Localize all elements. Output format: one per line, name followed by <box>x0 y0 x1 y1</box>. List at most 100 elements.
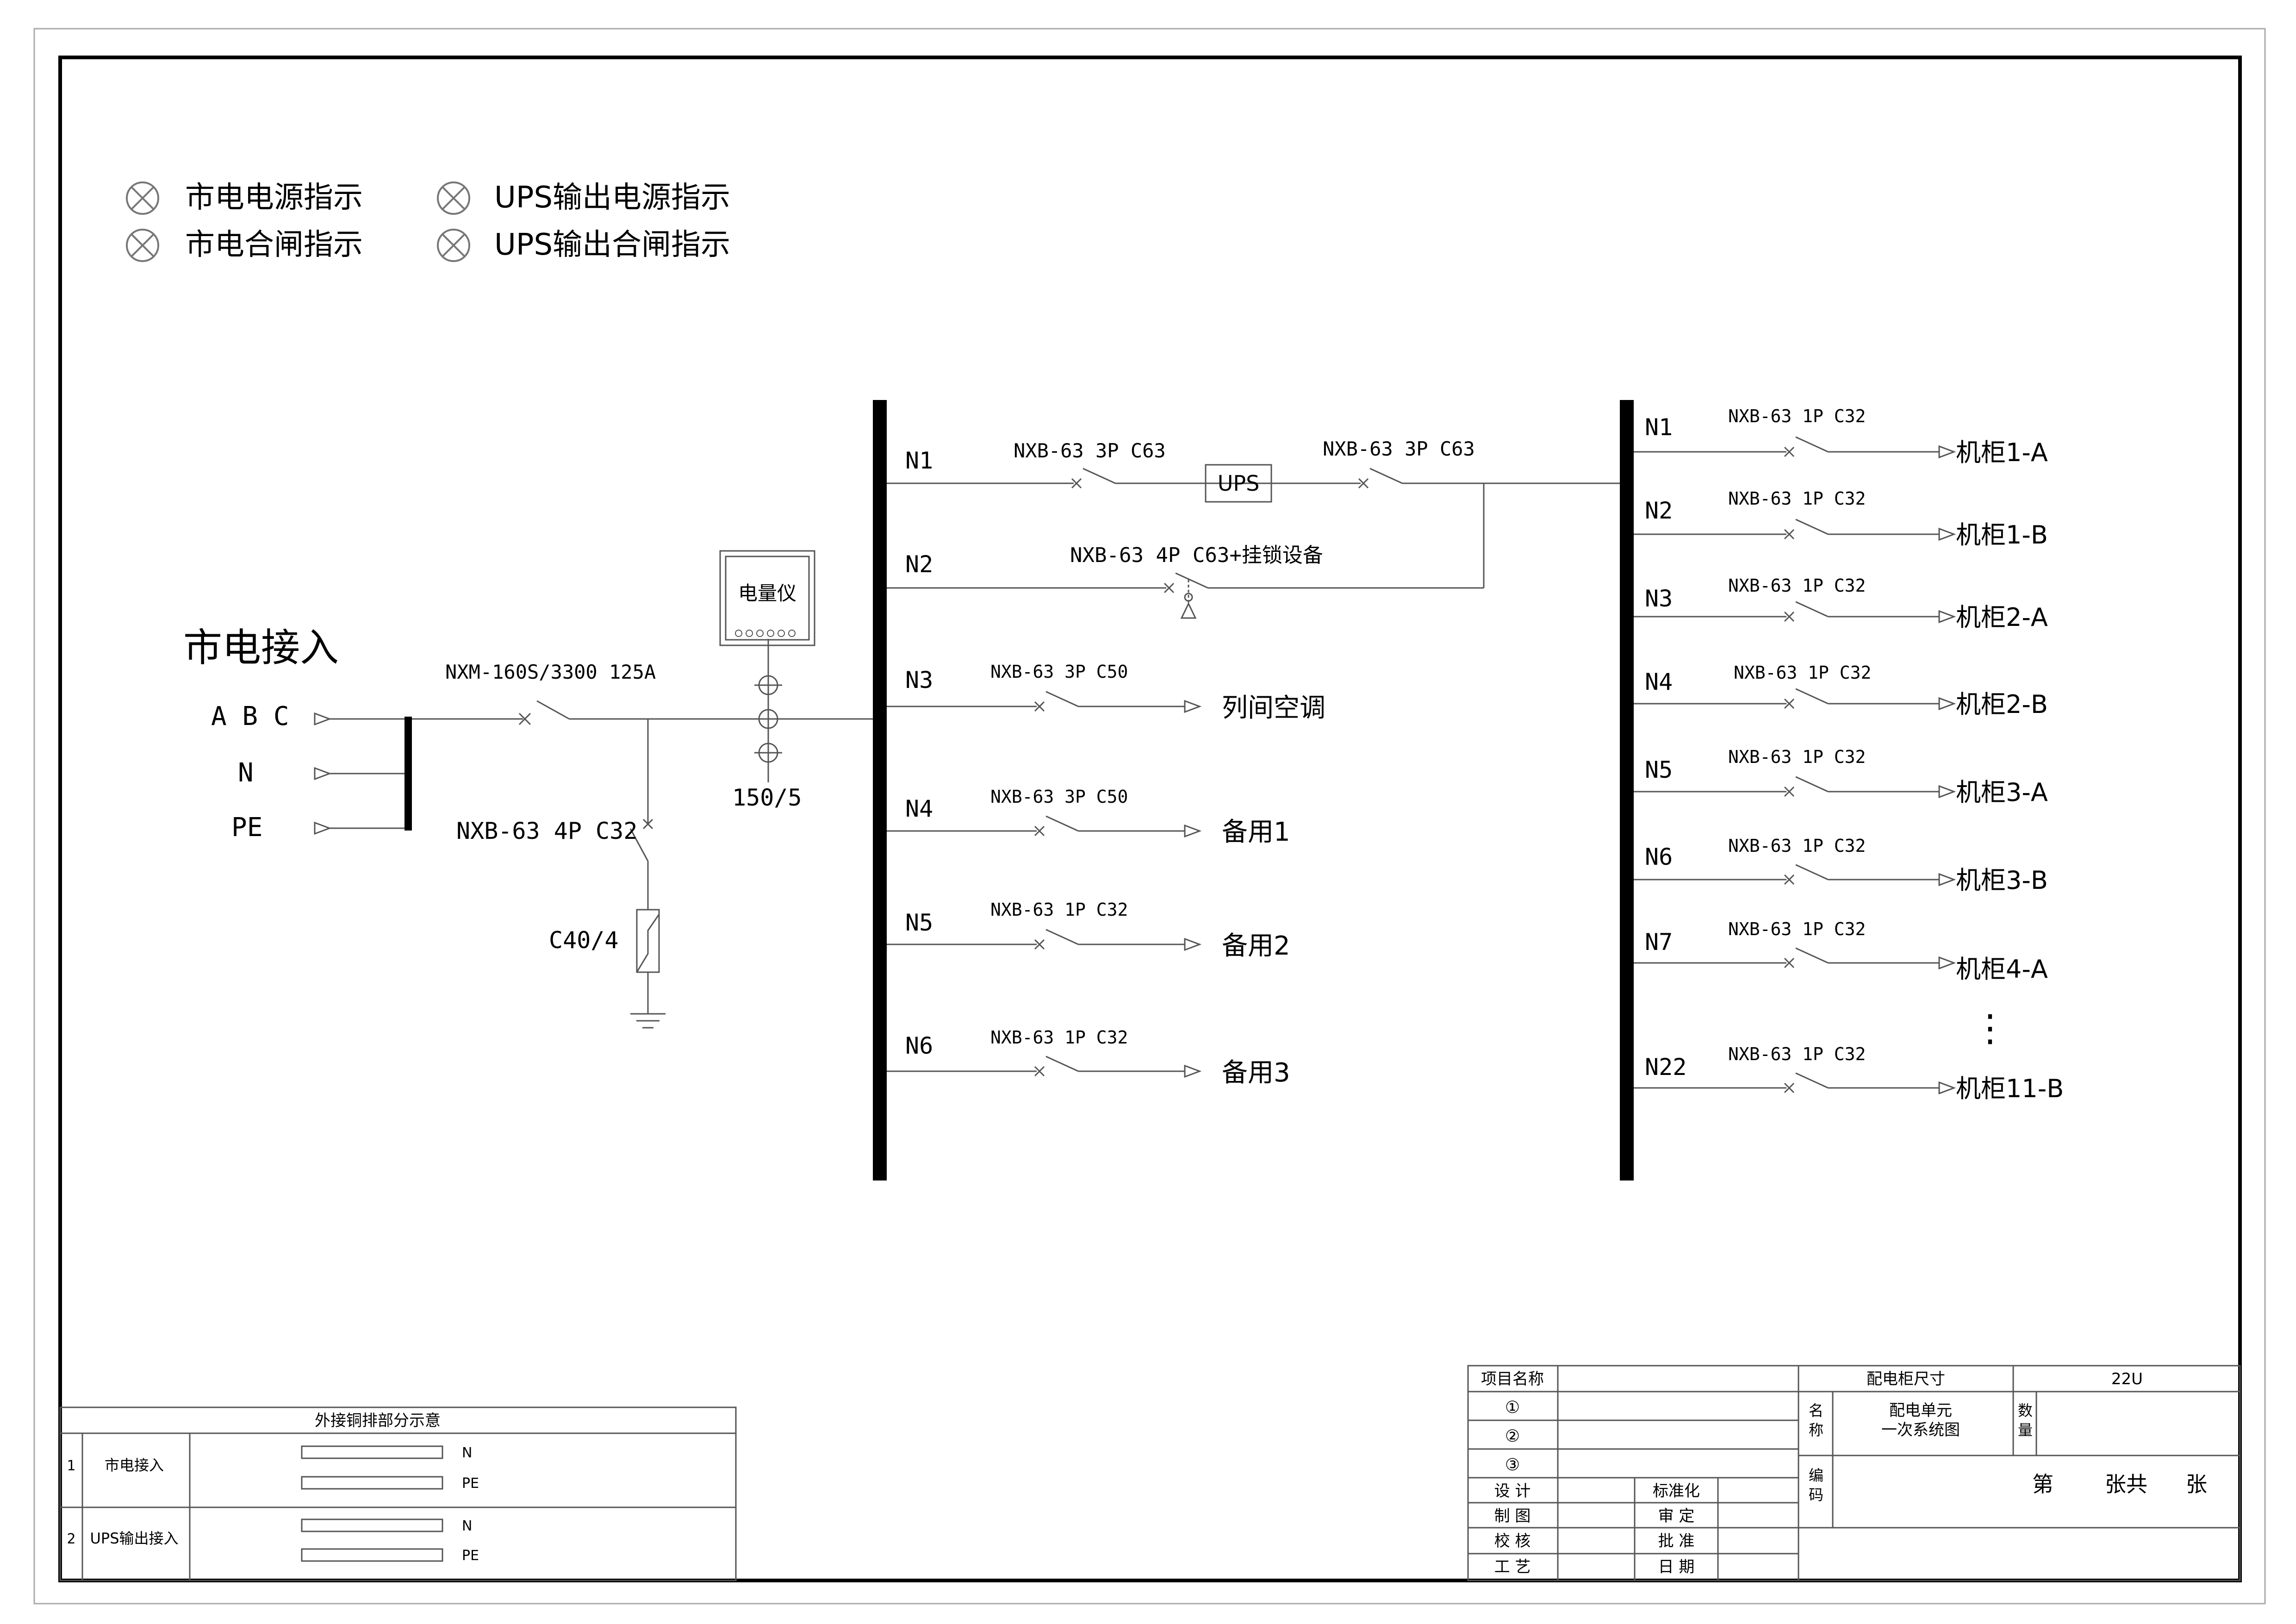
revision-mark: ③ <box>1505 1455 1520 1474</box>
code-label: 编 <box>1809 1467 1823 1484</box>
bus1-breaker-label: NXB-63 3P C50 <box>990 787 1128 807</box>
bus1-circuit-id: N2 <box>905 551 933 578</box>
role-label: 制 图 <box>1494 1507 1531 1525</box>
cabinet-size-label: 配电柜尺寸 <box>1867 1370 1945 1388</box>
indicator-lamp-icon <box>437 229 470 262</box>
role-label: 校 核 <box>1494 1532 1531 1550</box>
incoming-busbar <box>404 717 412 831</box>
indicator-lamp-icon <box>126 181 159 215</box>
bus2-ellipsis: ⋮ <box>1972 1006 2009 1049</box>
indicator-lamp-icon <box>126 229 159 262</box>
legend <box>126 181 470 262</box>
bus1-circuit-id: N5 <box>905 909 933 936</box>
bus2-circuit-id: N4 <box>1645 668 1673 695</box>
bus2-breaker-label: NXB-63 1P C32 <box>1728 575 1866 596</box>
bus2-circuit-id: N7 <box>1645 929 1673 956</box>
bus2-circuit-id: N5 <box>1645 756 1673 783</box>
bus1-circuit-id: N1 <box>905 447 933 474</box>
bus1-load-label: 备用2 <box>1222 931 1290 961</box>
bus2-circuit-id: N3 <box>1645 585 1673 612</box>
bus1-wiring <box>887 468 1620 1078</box>
outer-border <box>33 28 2266 1605</box>
bus2-load-label: 机柜1-B <box>1956 520 2048 550</box>
role-label: 日 期 <box>1658 1558 1695 1576</box>
role-label: 工 艺 <box>1494 1558 1531 1576</box>
legend-label: UPS输出合闸指示 <box>494 228 730 262</box>
bus2-breaker-label: NXB-63 1P C32 <box>1728 836 1866 856</box>
bus1-breaker-label: NXB-63 1P C32 <box>990 1027 1128 1048</box>
copper-bar-label: PE <box>462 1548 479 1564</box>
copper-row-no: 1 <box>67 1458 75 1474</box>
bus2-load-label: 机柜2-A <box>1956 603 2048 632</box>
inner-border <box>58 56 2242 1582</box>
copper-bar-label: N <box>462 1518 472 1534</box>
bus1-breaker-label: NXB-63 4P C63+挂锁设备 <box>1070 543 1323 567</box>
bus2-breaker-label: NXB-63 1P C32 <box>1728 488 1866 509</box>
bus2-busbar <box>1620 400 1634 1181</box>
name-label: 名 <box>1809 1402 1823 1419</box>
bus2-circuit-id: N6 <box>1645 843 1673 870</box>
bus2-breaker-label: NXB-63 1P C32 <box>1734 662 1871 683</box>
quantity-label: 数 <box>2018 1402 2033 1419</box>
role-label: 审 定 <box>1658 1507 1695 1525</box>
phase-label-n: N <box>238 758 254 788</box>
copper-table-title: 外接铜排部分示意 <box>315 1412 441 1430</box>
spd-breaker-label: NXB-63 4P C32 <box>456 818 637 844</box>
revision-mark: ① <box>1505 1398 1520 1417</box>
bus2-breaker-label: NXB-63 1P C32 <box>1728 747 1866 767</box>
title-block <box>1467 1365 2241 1581</box>
legend-label: UPS输出电源指示 <box>494 181 730 215</box>
main-breaker-label: NXM-160S/3300 125A <box>445 661 656 683</box>
copper-bar-label: N <box>462 1445 472 1461</box>
sheet-count: 张 <box>2186 1472 2207 1497</box>
power-meter <box>719 550 815 646</box>
legend-label: 市电合闸指示 <box>185 228 363 262</box>
incoming-wiring <box>314 639 879 1029</box>
ups-label: UPS <box>1218 471 1260 496</box>
bus2-load-label: 机柜3-B <box>1956 866 2048 895</box>
bus1-busbar <box>873 400 887 1181</box>
meter-label: 电量仪 <box>738 582 796 605</box>
code-label: 码 <box>1809 1486 1823 1504</box>
indicator-lamp-icon <box>437 181 470 215</box>
bus1-load-label: 备用3 <box>1222 1058 1290 1088</box>
bus2-circuit-id: N2 <box>1645 497 1673 524</box>
role-label: 批 准 <box>1658 1532 1695 1550</box>
sheet-count: 张共 <box>2105 1472 2147 1497</box>
name-label: 称 <box>1809 1421 1823 1439</box>
bus1-circuit-id: N3 <box>905 667 933 693</box>
bus2-wiring <box>1634 436 1956 1095</box>
drawing-name: 配电单元 <box>1889 1401 1952 1420</box>
bus2-load-label: 机柜3-A <box>1956 778 2048 807</box>
project-name-label: 项目名称 <box>1481 1370 1544 1388</box>
bus2-load-label: 机柜1-A <box>1956 438 2048 467</box>
bus2-circuit-id: N1 <box>1645 414 1673 441</box>
cabinet-size-value: 22U <box>2111 1370 2143 1388</box>
sheet-count: 第 <box>2032 1472 2053 1497</box>
bus2-breaker-label: NXB-63 1P C32 <box>1728 406 1866 426</box>
bus1-circuit-id: N6 <box>905 1032 933 1059</box>
revision-mark: ② <box>1505 1427 1520 1446</box>
drawing-name: 一次系统图 <box>1881 1421 1960 1439</box>
incoming-title: 市电接入 <box>183 625 339 670</box>
phase-label-pe: PE <box>231 812 262 843</box>
bus2-load-label: 机柜11-B <box>1956 1074 2064 1103</box>
bus2-breaker-label: NXB-63 1P C32 <box>1728 1044 1866 1064</box>
copper-row-no: 2 <box>67 1531 75 1547</box>
bus2-circuit-id: N22 <box>1645 1054 1686 1081</box>
bus1-breaker-label: NXB-63 3P C63 <box>1323 437 1475 460</box>
role-label: 标准化 <box>1653 1482 1700 1500</box>
bus1-circuit-id: N4 <box>905 795 933 822</box>
role-label: 设 计 <box>1494 1482 1531 1500</box>
ct-label: 150/5 <box>732 784 802 811</box>
spd-label: C40/4 <box>549 927 619 954</box>
legend-label: 市电电源指示 <box>185 181 363 215</box>
bus1-load-label: 备用1 <box>1222 817 1290 847</box>
bus1-breaker-label: NXB-63 3P C63 <box>1014 439 1166 462</box>
bus1-load-label: 列间空调 <box>1222 693 1325 723</box>
bus2-load-label: 机柜4-A <box>1956 955 2048 984</box>
bus2-breaker-label: NXB-63 1P C32 <box>1728 919 1866 939</box>
copper-row-name: UPS输出接入 <box>90 1530 178 1547</box>
